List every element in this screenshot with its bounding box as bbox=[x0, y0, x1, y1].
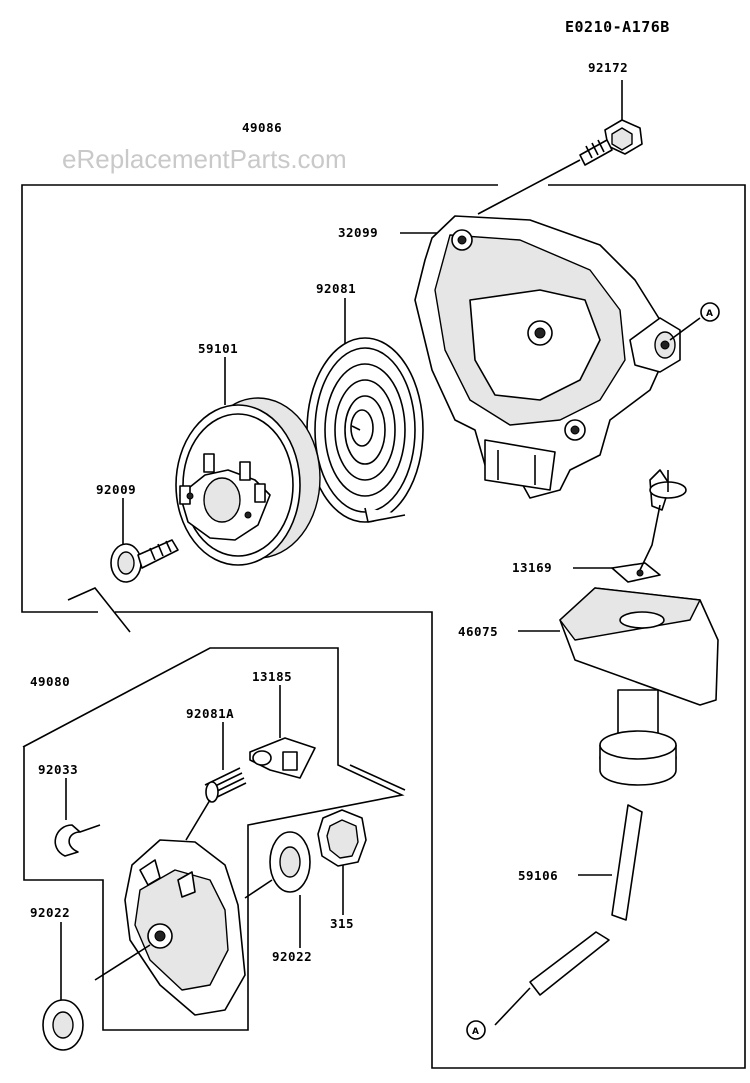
callout-a-lower bbox=[466, 1020, 486, 1040]
label-59106: 59106 bbox=[518, 868, 558, 883]
bolt-92172 bbox=[477, 80, 643, 215]
assembly-frame-49086 bbox=[21, 184, 746, 1069]
starter-handle-46075 bbox=[518, 587, 719, 786]
label-92022-right: 92022 bbox=[272, 949, 312, 964]
label-92081a: 92081A bbox=[186, 706, 234, 721]
spring-92081a bbox=[185, 722, 247, 841]
callout-line-a-upper bbox=[669, 317, 701, 341]
recoil-pulley-59101 bbox=[175, 357, 321, 566]
label-49080: 49080 bbox=[30, 674, 70, 689]
starter-rope-59106 bbox=[494, 804, 643, 1026]
callout-a-upper-text: A bbox=[706, 309, 713, 319]
callout-a-upper bbox=[700, 302, 720, 322]
rope-guide-13169 bbox=[573, 469, 687, 583]
ratchet-assembly bbox=[94, 839, 246, 1016]
label-92081: 92081 bbox=[316, 281, 356, 296]
callout-a-lower-text: A bbox=[472, 1027, 479, 1037]
label-49086: 49086 bbox=[242, 120, 282, 135]
assembly-frame-49080 bbox=[22, 647, 406, 1031]
label-315: 315 bbox=[330, 916, 354, 931]
label-32099: 32099 bbox=[338, 225, 378, 240]
diagram-code: E0210-A176B bbox=[565, 18, 670, 36]
screw-92009 bbox=[110, 498, 179, 583]
pawl-13185 bbox=[249, 685, 316, 779]
label-92009: 92009 bbox=[96, 482, 136, 497]
washer-92022-left bbox=[42, 922, 84, 1051]
label-59101: 59101 bbox=[198, 341, 238, 356]
label-13185: 13185 bbox=[252, 669, 292, 684]
recoil-case-32099 bbox=[400, 215, 681, 499]
label-92033: 92033 bbox=[38, 762, 78, 777]
watermark: eReplacementParts.com bbox=[62, 144, 347, 174]
label-46075: 46075 bbox=[458, 624, 498, 639]
recoil-spring-92081 bbox=[306, 298, 424, 523]
nut-315 bbox=[317, 809, 367, 915]
washer-92022-right bbox=[244, 831, 311, 948]
label-92022-left: 92022 bbox=[30, 905, 70, 920]
label-92172: 92172 bbox=[588, 60, 628, 75]
clip-92033 bbox=[54, 778, 101, 857]
label-13169: 13169 bbox=[512, 560, 552, 575]
